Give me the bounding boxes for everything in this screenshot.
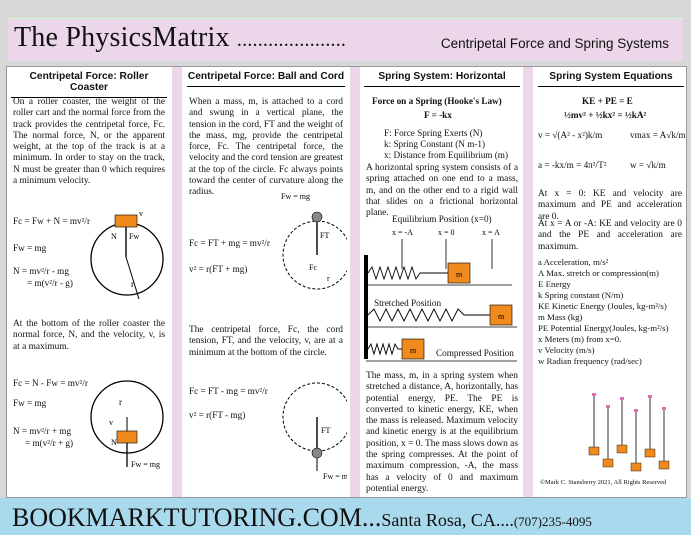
svg-text:Fw: Fw — [129, 232, 139, 241]
equation: Fc = N - Fw = mv²/r — [13, 378, 88, 388]
equation: Fw = mg — [13, 243, 47, 253]
svg-text:r: r — [327, 274, 330, 283]
law-equation: F = -kx — [424, 110, 452, 120]
footer-banner: BOOKMARKTUTORING.COM...Santa Rosa, CA...… — [0, 498, 691, 535]
law-title: Force on a Spring (Hooke's Law) — [372, 96, 502, 106]
legend-item: m Mass (kg) — [538, 312, 583, 322]
svg-text:Fw = mg: Fw = mg — [131, 460, 160, 469]
equation: a = -kx/m = 4π²/T² — [538, 160, 607, 170]
ball-cord-top-diagram: Fw = mg FT Fc r — [281, 193, 347, 290]
legend-item: v Velocity (m/s) — [538, 345, 595, 355]
definition: x: Distance from Equilibrium (m) — [384, 150, 509, 160]
equation: Fc = Fw + N = mv²/r — [13, 216, 90, 226]
column-title: Centripetal Force: Roller Coaster — [11, 67, 167, 98]
legend-item: x Meters (m) from x=0. — [538, 334, 622, 344]
intro-text: When a mass, m, is attached to a cord an… — [189, 97, 343, 198]
copyright: ©Mark C. Stansberry 2021, All Rights Res… — [540, 479, 667, 486]
header-banner: The PhysicsMatrix ..................... … — [8, 18, 683, 61]
equation: ½mv² + ½kx² = ½kA² — [564, 110, 647, 120]
intro-text: A horizontal spring system consists of a… — [366, 163, 518, 219]
equilibrium-label: Equilibrium Position (x=0) — [392, 214, 492, 224]
content-panel: Centripetal Force: Roller Coaster On a r… — [6, 66, 687, 498]
svg-text:x = A: x = A — [482, 228, 500, 237]
equation: w = √k/m — [630, 160, 666, 170]
divider — [350, 67, 360, 497]
column-horizontal-spring: Spring System: Horizontal Force on a Spr… — [362, 67, 522, 497]
spring-diagram: x = -A x = 0 x = A m m m — [364, 228, 517, 362]
mid-text: The centripetal force, Fc, the cord tens… — [189, 325, 343, 358]
equation: KE + PE = E — [582, 96, 633, 106]
legend-item: A Max. stretch or compression(m) — [538, 268, 659, 278]
equation: = m(v²/r - g) — [27, 278, 73, 288]
svg-text:Fc: Fc — [309, 263, 317, 272]
svg-text:r: r — [131, 279, 134, 289]
equation: Fw = mg — [13, 398, 47, 408]
equation: v² = r(FT + mg) — [189, 264, 248, 274]
legend-item: KE Kinetic Energy (Joules, kg-m²/s) — [538, 301, 667, 311]
equation: = m(v²/r + g) — [25, 438, 74, 448]
column-roller-coaster: Centripetal Force: Roller Coaster On a r… — [9, 67, 169, 497]
svg-text:N: N — [111, 232, 117, 241]
svg-text:v: v — [109, 418, 113, 427]
divider — [172, 67, 182, 497]
svg-text:Fw = mg: Fw = mg — [323, 472, 347, 481]
legend-item: a Acceleration, m/s² — [538, 257, 609, 267]
column-spring-equations: Spring System Equations KE + PE = E ½mv²… — [536, 67, 686, 497]
mid-text: At the bottom of the roller coaster the … — [13, 319, 165, 352]
vertical-springs-illustration — [588, 393, 670, 472]
outro-text: The mass, m, in a spring system when str… — [366, 371, 518, 494]
header-subtitle: Centripetal Force and Spring Systems — [440, 36, 669, 51]
svg-text:m: m — [456, 270, 463, 279]
svg-text:v: v — [139, 209, 143, 218]
svg-text:FT: FT — [321, 426, 330, 435]
equation: v = √(A² - x²)k/m — [538, 130, 603, 140]
ball-cord-bottom-diagram: FT Fw = mg — [282, 382, 347, 481]
svg-text:N: N — [111, 438, 117, 447]
phone: (707)235-4095 — [513, 514, 592, 529]
divider — [523, 67, 533, 497]
location: Santa Rosa, CA.... — [381, 510, 514, 530]
brand-title: The PhysicsMatrix ..................... — [14, 22, 347, 53]
equation: N = mv²/r + mg — [13, 426, 72, 436]
legend-item: w Radian frequency (rad/sec) — [538, 356, 642, 366]
summary-text: At x = A or -A: KE and velocity are 0 an… — [538, 219, 682, 252]
compressed-label: Compressed Position — [436, 348, 514, 358]
equation: v² = r(FT - mg) — [189, 410, 246, 420]
stretched-label: Stretched Position — [374, 298, 442, 308]
legend-item: k Spring constant (N/m) — [538, 290, 624, 300]
svg-text:Fw = mg: Fw = mg — [281, 193, 310, 201]
equation: N = mv²/r - mg — [13, 266, 69, 276]
equation: vmax = A√k/m — [630, 130, 686, 140]
legend-item: E Energy — [538, 279, 571, 289]
svg-text:FT: FT — [320, 231, 329, 240]
equation: Fc = FT + mg = mv²/r — [189, 238, 270, 248]
equation: Fc = FT - mg = mv²/r — [189, 386, 268, 396]
roller-coaster-bottom-diagram: Fw = mg v N r — [90, 380, 164, 469]
site-name[interactable]: BOOKMARKTUTORING.COM... — [12, 503, 382, 532]
column-title: Centripetal Force: Ball and Cord — [187, 67, 345, 87]
column-title: Spring System Equations — [538, 67, 684, 87]
legend-item: PE Potential Energy(Joules, kg-m²/s) — [538, 323, 669, 333]
column-title: Spring System: Horizontal — [364, 67, 520, 87]
definition: F: Force Spring Exerts (N) — [384, 128, 483, 138]
roller-coaster-top-diagram: r v N Fw — [90, 209, 164, 300]
svg-text:x = 0: x = 0 — [438, 228, 455, 237]
column-ball-cord: Centripetal Force: Ball and Cord When a … — [185, 67, 347, 497]
definition: k: Spring Constant (N m-1) — [384, 139, 486, 149]
svg-text:m: m — [410, 346, 417, 355]
footer-contact: BOOKMARKTUTORING.COM...Santa Rosa, CA...… — [12, 503, 592, 533]
svg-text:r: r — [119, 397, 122, 407]
summary-text: At x = 0: KE and velocity are maximum an… — [538, 189, 682, 222]
intro-text: On a roller coaster, the weight of the r… — [13, 97, 165, 187]
svg-text:m: m — [498, 312, 505, 321]
svg-text:x = -A: x = -A — [392, 228, 413, 237]
